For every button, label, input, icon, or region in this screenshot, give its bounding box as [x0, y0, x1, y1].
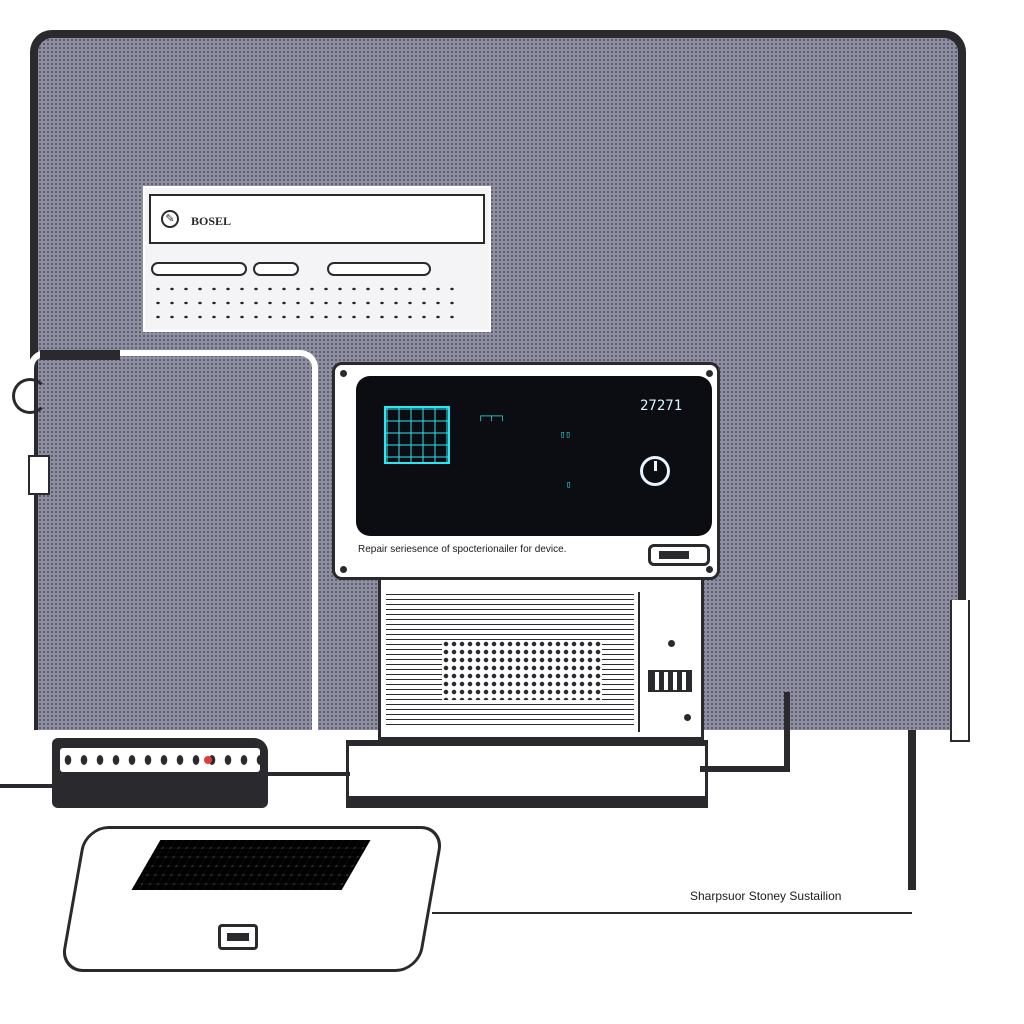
- tray-tab: [40, 350, 120, 360]
- key-row: [151, 284, 461, 294]
- device-base: [346, 740, 708, 804]
- screw: [684, 714, 691, 721]
- screen-circuit-trace: ▯▯: [560, 430, 571, 440]
- key-row: [151, 298, 461, 308]
- coiled-cable: [700, 766, 790, 772]
- key-pill: [253, 262, 299, 276]
- key-pill: [327, 262, 431, 276]
- footer-label: Sharpsuor Stoney Sustailion: [690, 889, 842, 903]
- screw: [706, 566, 713, 573]
- side-plate: [638, 592, 700, 732]
- device-base-shadow: [346, 796, 708, 808]
- screw: [340, 566, 347, 573]
- coiled-cable: [784, 692, 790, 772]
- screw: [706, 370, 713, 377]
- satellite-dish-icon: ✎: [161, 210, 179, 228]
- coiled-cable: [908, 730, 916, 890]
- brand-label: BOSEL: [191, 214, 232, 228]
- tray-panel: [28, 350, 318, 750]
- vent-grille: [442, 640, 602, 700]
- screen-circuit-trace: ┌─┬─┐: [478, 412, 506, 422]
- footer-rule: [432, 912, 912, 914]
- device-connector: [648, 544, 710, 566]
- screen-readout: 27271: [640, 398, 683, 414]
- key-pill: [151, 262, 247, 276]
- device-caption: Repair seriesence of spocterionailer for…: [358, 544, 567, 555]
- screen-dial: [640, 456, 670, 486]
- screw: [340, 370, 347, 377]
- screen-grid-panel: [384, 406, 450, 464]
- wall-switch: [28, 455, 50, 495]
- touch-pad-grid: [131, 840, 371, 890]
- power-cord: [0, 784, 56, 788]
- indicator-lamp: [204, 756, 212, 764]
- keyboard-panel-header: ✎ BOSEL: [149, 194, 485, 244]
- backdrop-edge: [950, 600, 970, 742]
- screen-circuit-trace: ▯: [566, 480, 572, 490]
- key-row: [151, 312, 461, 322]
- keyboard-panel: ✎ BOSEL: [143, 186, 491, 332]
- screw: [668, 640, 675, 647]
- cable-loop: [12, 378, 48, 414]
- power-cord: [266, 772, 350, 776]
- power-strip-outlets: [60, 748, 260, 772]
- touch-pad-port: [218, 924, 258, 950]
- port-block: [648, 670, 692, 692]
